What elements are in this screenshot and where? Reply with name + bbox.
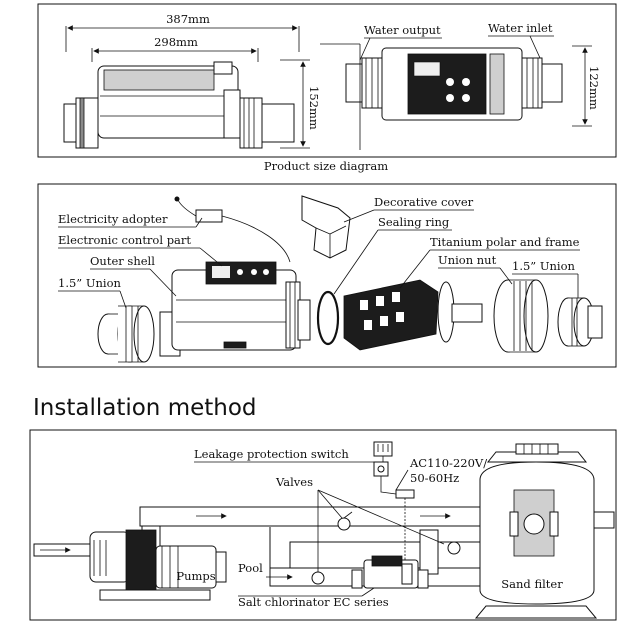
size-diagram-caption: Product size diagram xyxy=(264,159,388,173)
exploded-view-panel: Electricity adopter Electronic control p… xyxy=(37,183,617,368)
leakage-switch-unit xyxy=(373,441,415,499)
valve-top xyxy=(337,511,353,531)
top-view-device xyxy=(345,47,563,121)
outer-shell-label: Outer shell xyxy=(90,254,155,268)
electronic-control-part-label: Electronic control part xyxy=(58,233,191,247)
size-panel-frame xyxy=(37,3,617,158)
dim-body-width: 298mm xyxy=(154,35,198,49)
right-union-part xyxy=(557,297,603,347)
side-view-device xyxy=(63,61,295,149)
water-inlet-label: Water inlet xyxy=(488,21,553,35)
valve-bypass xyxy=(447,541,461,555)
salt-chlorinator-label: Salt chlorinator EC series xyxy=(238,595,389,609)
salt-chlorinator-unit xyxy=(363,555,419,589)
sand-filter-label: Sand filter xyxy=(501,577,563,591)
pumps-label: Pumps xyxy=(176,569,215,583)
leakage-switch-label: Leakage protection switch xyxy=(194,447,349,461)
pumps-unit xyxy=(89,529,227,601)
power-spec-line1: AC110-220V/ xyxy=(409,456,487,470)
electricity-adopter-part xyxy=(174,196,291,263)
union-left-label: 1.5” Union xyxy=(58,276,122,290)
pool-label: Pool xyxy=(238,561,263,575)
sealing-ring-part xyxy=(316,290,340,346)
installation-heading: Installation method xyxy=(33,395,257,421)
installation-panel: Pumps xyxy=(29,429,617,621)
installation-panel-frame xyxy=(29,429,617,621)
left-union-part xyxy=(97,305,155,363)
valves-label: Valves xyxy=(275,475,313,489)
dim-depth: 122mm xyxy=(587,66,601,110)
union-nut-label: Union nut xyxy=(438,253,497,267)
water-output-label: Water output xyxy=(364,23,441,37)
electricity-adopter-label: Electricity adopter xyxy=(58,212,168,226)
decorative-cover-label: Decorative cover xyxy=(374,195,474,209)
decorative-cover-part xyxy=(301,195,351,259)
size-diagram-panel: 387mm 298mm 152mm xyxy=(37,3,617,173)
power-spec-line2: 50-60Hz xyxy=(410,471,459,485)
exploded-panel-frame xyxy=(37,183,617,368)
titanium-polar-part xyxy=(343,279,483,351)
dim-total-width: 387mm xyxy=(166,12,210,26)
titanium-polar-label: Titanium polar and frame xyxy=(430,235,580,249)
pipe-return xyxy=(139,506,499,527)
sealing-ring-label: Sealing ring xyxy=(378,215,450,229)
union-right-label: 1.5” Union xyxy=(512,259,576,273)
union-nut-part xyxy=(493,279,549,353)
valve-line xyxy=(311,571,325,585)
exploded-main-device xyxy=(159,261,311,357)
dim-height: 152mm xyxy=(307,86,321,130)
sand-filter-unit xyxy=(474,443,598,619)
